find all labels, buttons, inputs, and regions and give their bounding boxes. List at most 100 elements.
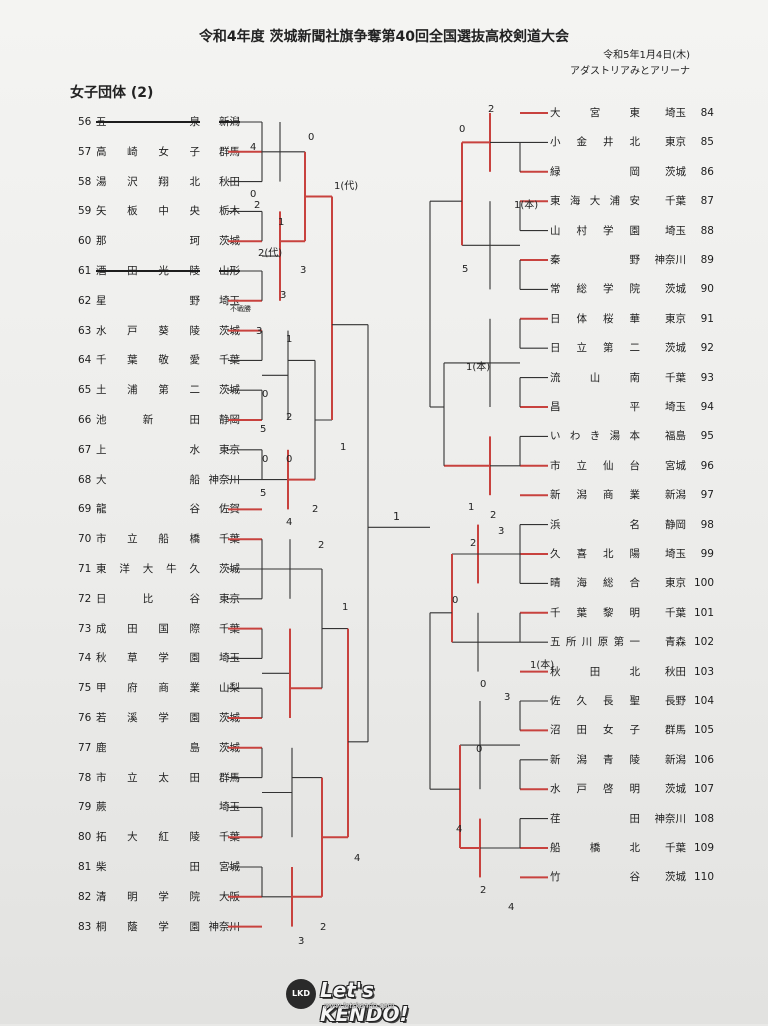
entry-number: 73 [78,622,92,635]
prefecture: 神奈川 [654,254,687,266]
entry-number: 67 [78,443,92,456]
team-name: 日比谷 [96,592,200,605]
team-name: 秦 野 [550,254,640,266]
bracket-score: 1 [278,217,284,228]
bracket-score: 5 [260,424,266,435]
bracket-score: 2 [488,104,494,115]
team-name: 星 野 [96,294,200,307]
prefecture: 群馬 [665,724,686,737]
team-name: 桐蔭学園 [96,920,200,933]
team-name: 土浦第二 [96,384,200,397]
prefecture: 千葉 [665,606,686,619]
entry-number: 86 [700,165,714,178]
team-name: 大宮東 [550,107,640,119]
team-name: 日体桜華 [550,312,640,325]
right-team-entry: 86 緑 岡 茨城 [550,165,736,179]
team-name: 酒田光陵 [96,265,200,277]
team-name: 蕨 [96,801,107,814]
prefecture: 千葉 [665,195,686,208]
entry-number: 99 [700,548,714,560]
entry-number: 64 [78,354,92,367]
entry-number: 82 [78,890,92,903]
bracket-score: 0 [262,454,268,465]
entry-number: 88 [700,224,714,237]
entry-number: 69 [78,503,92,516]
bracket-score: 1 [342,602,348,613]
entry-number: 62 [78,294,92,307]
entry-number: 102 [693,636,714,649]
entry-number: 83 [78,920,92,933]
team-name: 山村学園 [550,224,640,237]
final-score: 1 [393,510,400,523]
team-name: 緑 岡 [550,165,640,178]
team-name: 日立第二 [550,342,640,355]
bracket-score: 5 [462,264,468,275]
bye-note: 不戦勝 [230,305,251,313]
bracket-score: 3 [300,265,306,276]
logo-url: www.letskendo.com [324,1002,395,1010]
page-title: 令和4年度 茨城新聞社旗争奪第40回全国選抜高校剣道大会 [198,29,570,45]
bracket-score: 0 [476,744,482,755]
prefecture: 静岡 [665,518,686,531]
entry-number: 79 [78,801,92,814]
prefecture: 新潟 [665,753,686,766]
prefecture: 新潟 [665,489,686,502]
entry-number: 107 [693,783,714,796]
bracket-score: 2 [470,538,476,549]
bracket-score: 5 [260,488,266,499]
entry-number: 81 [78,861,92,873]
team-name: 大 船 [96,473,200,486]
team-name: 甲府商業 [96,682,200,695]
entry-number: 72 [78,592,92,605]
team-name: 高崎女子 [96,145,200,158]
team-name: 千葉黎明 [550,606,640,619]
team-name: 水戸葵陵 [96,324,200,337]
entry-number: 106 [693,753,714,766]
prefecture: 茨城 [665,165,686,178]
entry-number: 100 [693,577,714,590]
team-name: 秋草学園 [96,652,200,665]
team-name: 晴海総合 [550,577,640,590]
logo-text: Let's KENDO! [320,978,409,1026]
entry-number: 97 [700,489,714,502]
bracket-score: 0 [452,595,458,606]
bracket-score: 0 [262,389,268,400]
entry-number: 108 [693,812,714,825]
team-name: 湯沢翔北 [96,175,200,188]
entry-number: 59 [78,205,92,218]
bracket-score: 1(本) [514,198,538,211]
prefecture: 神奈川 [208,473,241,486]
bracket-score: 2 [312,504,318,515]
bracket-score: 3 [298,936,304,947]
team-name: 佐久長聖 [550,695,640,707]
prefecture: 秋田 [665,665,686,678]
bracket-score: 3 [256,326,262,337]
team-name: 市立船橋 [96,533,200,546]
entry-number: 80 [78,831,92,844]
prefecture: 青森 [665,636,686,649]
prefecture: 埼玉 [665,107,686,119]
section-title: 女子団体 (2) [70,85,154,101]
entry-number: 68 [78,473,92,486]
